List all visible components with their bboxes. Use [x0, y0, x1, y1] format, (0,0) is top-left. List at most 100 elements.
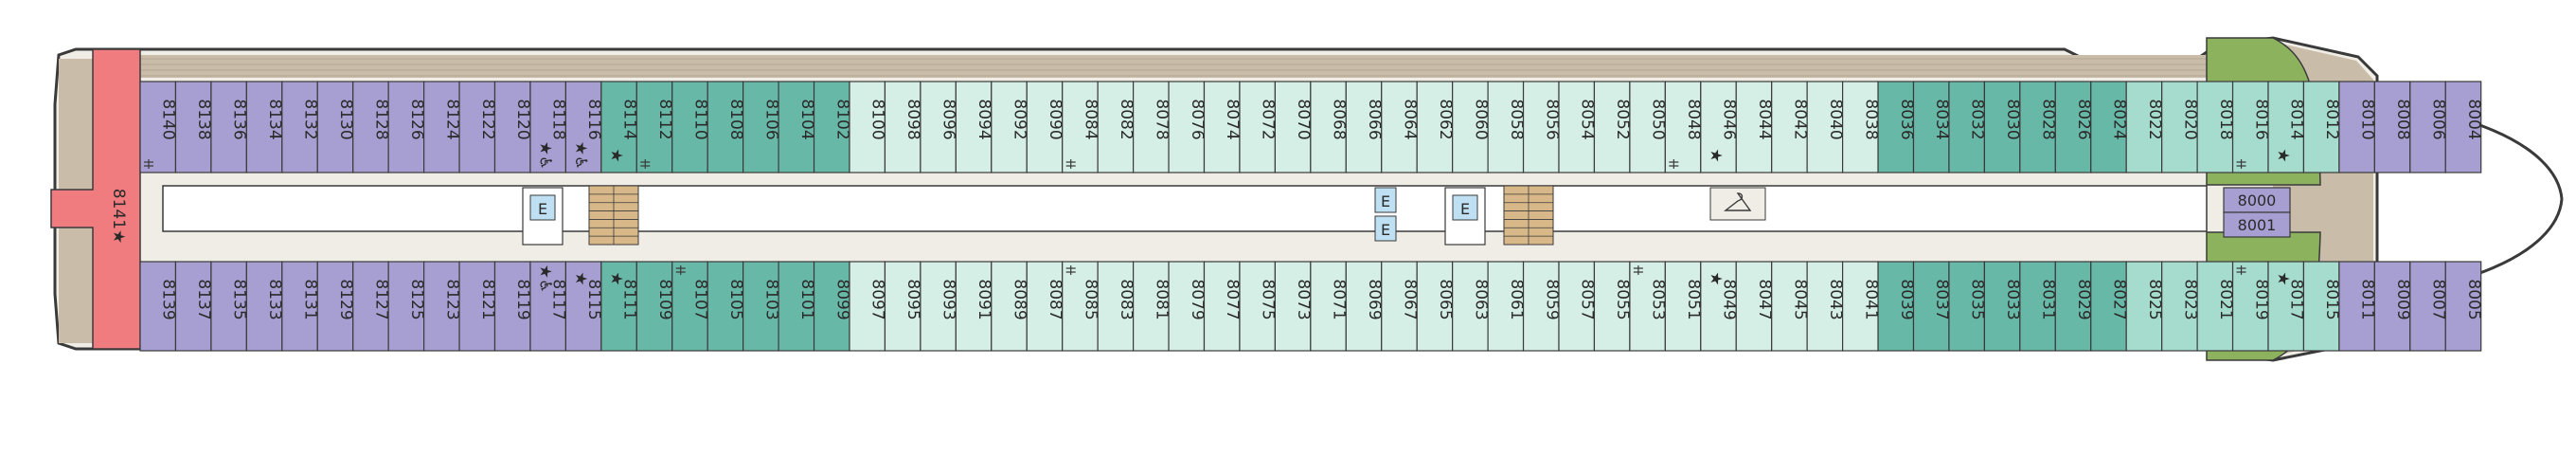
- cabin-8049[interactable]: [1700, 261, 1737, 352]
- cabin-8025[interactable]: [2125, 261, 2163, 352]
- cabin-8135[interactable]: [210, 261, 247, 352]
- cabin-8038[interactable]: [1841, 81, 1879, 173]
- cabin-8108[interactable]: [707, 81, 744, 173]
- cabin-8029[interactable]: [2054, 261, 2092, 352]
- cabin-8012[interactable]: [2302, 81, 2340, 173]
- cabin-8004[interactable]: [2444, 81, 2482, 173]
- cabin-8067[interactable]: [1381, 261, 1418, 352]
- cabin-8112[interactable]: [635, 81, 673, 173]
- cabin-8034[interactable]: [1912, 81, 1950, 173]
- cabin-8073[interactable]: [1274, 261, 1312, 352]
- cabin-8041[interactable]: [1841, 261, 1879, 352]
- cabin-8035[interactable]: [1948, 261, 1985, 352]
- cabin-8095[interactable]: [884, 261, 921, 352]
- cabin-8105[interactable]: [707, 261, 744, 352]
- cabin-8040[interactable]: [1806, 81, 1844, 173]
- cabin-8008[interactable]: [2373, 81, 2411, 173]
- cabin-8052[interactable]: [1593, 81, 1631, 173]
- cabin-8043[interactable]: [1806, 261, 1844, 352]
- cabin-8106[interactable]: [742, 81, 779, 173]
- cabin-8017[interactable]: [2267, 261, 2305, 352]
- cabin-8103[interactable]: [742, 261, 779, 352]
- cabin-8109[interactable]: [635, 261, 673, 352]
- cabin-8120[interactable]: [493, 81, 531, 173]
- cabin-8033[interactable]: [1983, 261, 2021, 352]
- cabin-8000[interactable]: [2223, 187, 2291, 213]
- cabin-8044[interactable]: [1735, 81, 1773, 173]
- cabin-8099[interactable]: [813, 261, 850, 352]
- cabin-8116[interactable]: [564, 81, 602, 173]
- cabin-8137[interactable]: [174, 261, 212, 352]
- cabin-8028[interactable]: [2019, 81, 2056, 173]
- cabin-8093[interactable]: [920, 261, 957, 352]
- cabin-8102[interactable]: [813, 81, 850, 173]
- cabin-8110[interactable]: [671, 81, 708, 173]
- cabin-8042[interactable]: [1771, 81, 1808, 173]
- cabin-8130[interactable]: [316, 81, 354, 173]
- cabin-8046[interactable]: [1700, 81, 1737, 173]
- cabin-8092[interactable]: [991, 81, 1028, 173]
- cabin-8053[interactable]: [1629, 261, 1666, 352]
- cabin-8057[interactable]: [1558, 261, 1596, 352]
- cabin-8085[interactable]: [1062, 261, 1099, 352]
- cabin-8045[interactable]: [1771, 261, 1808, 352]
- cabin-8006[interactable]: [2409, 81, 2446, 173]
- cabin-8022[interactable]: [2125, 81, 2163, 173]
- cabin-8058[interactable]: [1487, 81, 1525, 173]
- cabin-8118[interactable]: [529, 81, 567, 173]
- cabin-8132[interactable]: [281, 81, 318, 173]
- cabin-8119[interactable]: [493, 261, 531, 352]
- cabin-8098[interactable]: [884, 81, 921, 173]
- cabin-8048[interactable]: [1664, 81, 1702, 173]
- cabin-8015[interactable]: [2302, 261, 2340, 352]
- cabin-8016[interactable]: [2231, 81, 2269, 173]
- cabin-8097[interactable]: [849, 261, 886, 352]
- cabin-8126[interactable]: [387, 81, 425, 173]
- cabin-8001[interactable]: [2223, 211, 2291, 238]
- cabin-8079[interactable]: [1168, 261, 1206, 352]
- cabin-8064[interactable]: [1381, 81, 1418, 173]
- cabin-8026[interactable]: [2054, 81, 2092, 173]
- cabin-8011[interactable]: [2338, 261, 2375, 352]
- cabin-8027[interactable]: [2090, 261, 2127, 352]
- cabin-8050[interactable]: [1629, 81, 1666, 173]
- cabin-8068[interactable]: [1310, 81, 1347, 173]
- cabin-8019[interactable]: [2231, 261, 2269, 352]
- cabin-8075[interactable]: [1239, 261, 1276, 352]
- cabin-8014[interactable]: [2267, 81, 2305, 173]
- cabin-8071[interactable]: [1310, 261, 1347, 352]
- cabin-8124[interactable]: [423, 81, 460, 173]
- cabin-8072[interactable]: [1239, 81, 1276, 173]
- cabin-8061[interactable]: [1487, 261, 1525, 352]
- cabin-8065[interactable]: [1416, 261, 1454, 352]
- cabin-8059[interactable]: [1522, 261, 1560, 352]
- cabin-8036[interactable]: [1877, 81, 1915, 173]
- cabin-8129[interactable]: [316, 261, 354, 352]
- cabin-8107[interactable]: [671, 261, 708, 352]
- cabin-8020[interactable]: [2161, 81, 2198, 173]
- cabin-8077[interactable]: [1203, 261, 1241, 352]
- cabin-8131[interactable]: [281, 261, 318, 352]
- cabin-8066[interactable]: [1345, 81, 1383, 173]
- cabin-8114[interactable]: [600, 81, 637, 173]
- cabin-8089[interactable]: [991, 261, 1028, 352]
- cabin-8076[interactable]: [1168, 81, 1206, 173]
- cabin-8009[interactable]: [2373, 261, 2411, 352]
- cabin-8082[interactable]: [1097, 81, 1135, 173]
- cabin-8030[interactable]: [1983, 81, 2021, 173]
- cabin-8051[interactable]: [1664, 261, 1702, 352]
- cabin-8083[interactable]: [1097, 261, 1135, 352]
- cabin-8140[interactable]: [139, 81, 177, 173]
- cabin-8084[interactable]: [1062, 81, 1099, 173]
- cabin-8136[interactable]: [210, 81, 247, 173]
- cabin-8087[interactable]: [1026, 261, 1064, 352]
- cabin-8007[interactable]: [2409, 261, 2446, 352]
- cabin-8063[interactable]: [1452, 261, 1489, 352]
- cabin-8047[interactable]: [1735, 261, 1773, 352]
- cabin-8081[interactable]: [1132, 261, 1170, 352]
- cabin-8115[interactable]: [564, 261, 602, 352]
- cabin-8104[interactable]: [778, 81, 815, 173]
- cabin-8005[interactable]: [2444, 261, 2482, 352]
- cabin-8069[interactable]: [1345, 261, 1383, 352]
- cabin-8060[interactable]: [1452, 81, 1489, 173]
